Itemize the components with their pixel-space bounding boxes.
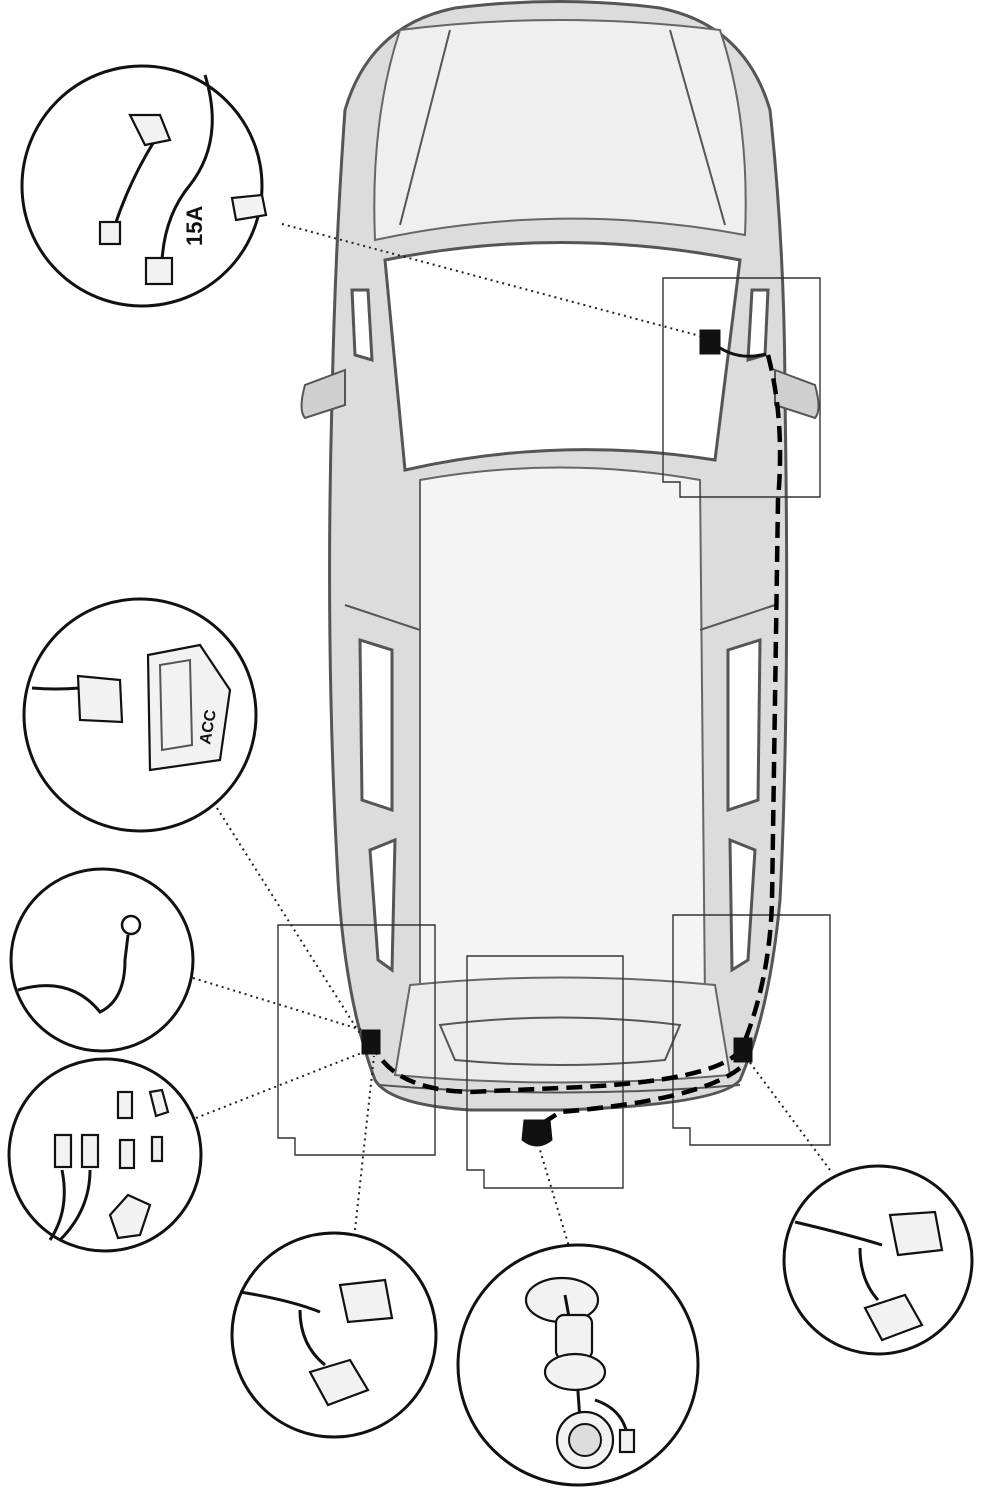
- connector-kit-icon: [48, 1088, 170, 1242]
- right-plug-socket-a: [888, 1210, 944, 1257]
- detail-frames: [277, 277, 831, 1189]
- fuse-tap-connector-large: [144, 256, 174, 286]
- right-plug-connector-icon: [794, 1210, 944, 1342]
- tow-socket-node: [521, 1119, 553, 1147]
- module-cable: [31, 686, 81, 691]
- kit-terminal-cluster: [108, 1193, 152, 1240]
- socket-face-inner: [568, 1423, 602, 1457]
- right-b-pillar: [699, 604, 776, 631]
- kit-wire-b: [58, 1169, 92, 1242]
- ring-terminal-icon: [17, 914, 142, 1014]
- fuse-tap-blade: [128, 113, 172, 147]
- frame-center-rear: [466, 955, 624, 1189]
- wiring-harness: [361, 329, 783, 1147]
- callout-ground-circle: [9, 867, 195, 1053]
- harness-main-run: [739, 354, 783, 1049]
- right-plug-leads: [858, 1247, 880, 1302]
- left-b-pillar: [344, 604, 421, 631]
- harness-rear-crossing: [369, 1041, 744, 1095]
- frame-left-rear: [277, 924, 436, 1156]
- leader-connectors: [195, 1051, 365, 1119]
- hood-crease-left: [399, 29, 451, 226]
- left-plug-socket-a: [338, 1278, 394, 1324]
- tow-socket-icon: [524, 1276, 636, 1470]
- right-front-window: [746, 288, 770, 363]
- kit-connector-2: [80, 1133, 100, 1169]
- fuse-tap-icon: [98, 74, 268, 286]
- callout-connectors: [7, 1057, 203, 1253]
- right-mirror: [774, 368, 820, 420]
- callout-left-plug-circle: [230, 1231, 438, 1439]
- leader-right-plug: [747, 1059, 831, 1171]
- car-top-view: [300, 0, 820, 1112]
- fuse-15a-icon: [230, 193, 268, 222]
- left-plug-cable: [239, 1290, 321, 1314]
- leader-left-plug: [354, 1055, 375, 1231]
- right-rear-window: [726, 637, 762, 813]
- left-plug-socket-b: [308, 1358, 370, 1407]
- control-module-icon: [31, 643, 232, 772]
- left-plug-leads: [298, 1309, 326, 1367]
- module-brand-label: ACC: [197, 708, 220, 746]
- callout-control-module: ACC: [22, 597, 258, 833]
- harness-socket-branch: [538, 1066, 742, 1127]
- leader-socket: [539, 1149, 571, 1251]
- fuse-tap-wire-a: [113, 139, 157, 226]
- leader-module: [216, 807, 365, 1041]
- module-plug: [76, 674, 124, 724]
- leader-fuse: [281, 223, 701, 337]
- left-plug-connector-icon: [239, 1278, 394, 1407]
- callout-fuse-tap: 15A: [20, 64, 268, 308]
- car-roof-panel: [419, 466, 707, 1002]
- car-hood: [373, 19, 747, 242]
- right-plug-socket-b: [863, 1293, 924, 1342]
- left-mirror: [300, 368, 346, 420]
- frame-dashboard: [662, 277, 821, 498]
- callout-left-plug: [230, 1231, 438, 1439]
- kit-connector-4: [118, 1138, 136, 1170]
- fuse-tap-wire-b: [160, 74, 214, 261]
- ground-wire: [17, 934, 130, 1014]
- callout-connectors-circle: [7, 1057, 203, 1253]
- hood-crease-right: [669, 29, 726, 226]
- fuse-box-node: [699, 329, 721, 355]
- callout-tow-socket: [456, 1243, 700, 1487]
- fuse-rating-label: 15A: [182, 206, 207, 246]
- tailgate: [393, 976, 732, 1084]
- module-housing: [146, 643, 232, 772]
- windshield: [383, 241, 742, 472]
- socket-seal: [543, 1352, 607, 1392]
- kit-connector-3: [116, 1090, 134, 1120]
- right-quarter-window: [728, 837, 757, 973]
- leader-lines: [192, 223, 831, 1251]
- frame-right-rear: [672, 914, 831, 1146]
- module-label-panel: [158, 658, 194, 752]
- left-rear-node: [361, 1029, 381, 1055]
- kit-connector-5: [150, 1135, 164, 1163]
- ring-terminal-eye: [120, 914, 142, 936]
- right-rear-node: [733, 1037, 753, 1063]
- kit-wire-a: [48, 1169, 66, 1241]
- socket-body: [554, 1313, 594, 1361]
- kit-connector-6: [148, 1088, 170, 1118]
- left-front-window: [350, 288, 374, 363]
- socket-side-connector: [618, 1428, 636, 1454]
- callout-ground: [9, 867, 195, 1053]
- kit-connector-1: [53, 1133, 73, 1169]
- left-rear-window: [358, 637, 394, 813]
- left-quarter-window: [368, 837, 397, 973]
- callout-fuse-tap-circle: [20, 64, 264, 308]
- right-plug-cable: [794, 1220, 883, 1247]
- callout-right-plug: [782, 1164, 974, 1356]
- fuse-tap-connector-small: [98, 220, 122, 246]
